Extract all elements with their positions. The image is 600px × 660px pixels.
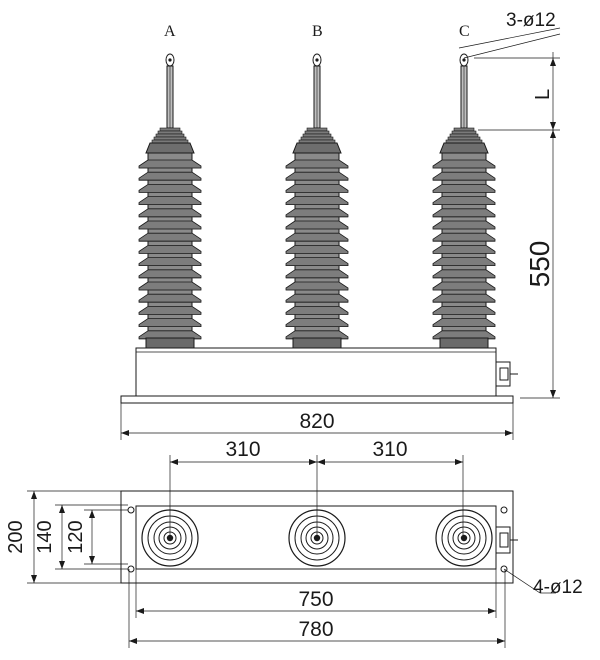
dim-base-length-plan: 780 [128, 569, 506, 648]
base-length-front-label: 820 [299, 410, 334, 433]
ground-terminal-plan [495, 526, 518, 554]
front-view: A B C 3-ø12 L 550 [120, 10, 561, 440]
bushing-b [285, 53, 349, 349]
tank-body [135, 347, 497, 397]
terminal-length-label: L [532, 89, 554, 100]
plan-view: 310 310 200 140 120 [5, 438, 583, 648]
terminal-holes-label: 3-ø12 [506, 10, 556, 31]
spacing-right-label: 310 [372, 438, 407, 461]
dim-depth: 200 140 120 [5, 490, 128, 584]
dim-height: 550 [520, 130, 560, 399]
dim-spacing: 310 310 [169, 438, 464, 540]
mounting-holes-label: 4-ø12 [533, 577, 583, 598]
bushing-a [138, 53, 202, 349]
base-length-plan-label: 780 [298, 618, 333, 641]
depth-mid-label: 140 [34, 520, 56, 553]
hole-span-label: 750 [298, 588, 333, 611]
phase-label-c: C [459, 23, 470, 40]
ground-terminal-front [495, 361, 518, 387]
mounting-hole-callout: 4-ø12 [503, 568, 583, 598]
depth-outer-label: 200 [5, 520, 27, 553]
mounting-hole-br [500, 565, 508, 573]
height-label: 550 [524, 241, 555, 288]
phase-label-b: B [312, 23, 323, 40]
base-plate [120, 395, 514, 404]
depth-inner-label: 120 [65, 520, 87, 553]
terminal-hole-callout: 3-ø12 [458, 10, 561, 59]
mounting-hole-tr [500, 506, 508, 514]
mounting-hole-tl [127, 506, 135, 514]
dim-base-length-front: 820 [120, 403, 514, 440]
plan-bushing-c [435, 509, 493, 567]
bushing-c [432, 53, 496, 349]
phase-label-a: A [164, 23, 176, 40]
spacing-left-label: 310 [225, 438, 260, 461]
dim-terminal-length: L [474, 52, 560, 136]
dim-hole-span: 750 [135, 569, 497, 618]
